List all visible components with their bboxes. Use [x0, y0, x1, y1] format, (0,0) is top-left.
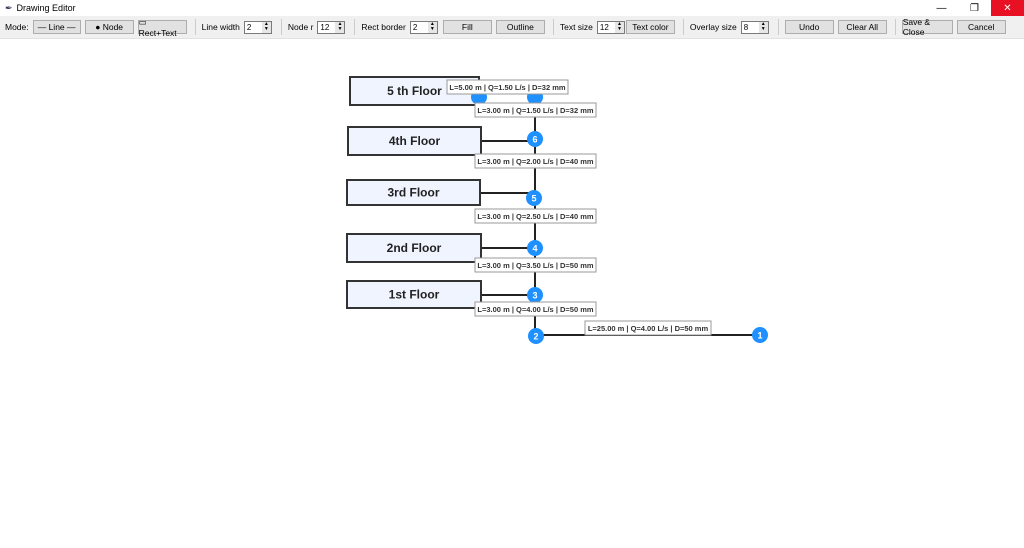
- maximize-button[interactable]: ❐: [970, 2, 979, 14]
- separator: [682, 19, 684, 35]
- pipe-label: L=5.00 m | Q=1.50 L/s | D=32 mm: [449, 83, 565, 92]
- separator: [194, 19, 196, 35]
- cancel-button[interactable]: Cancel: [956, 20, 1006, 34]
- pipe-label: L=3.00 m | Q=3.50 L/s | D=50 mm: [477, 261, 593, 270]
- spin-arrows-icon[interactable]: ▲▼: [335, 21, 345, 33]
- separator: [777, 19, 779, 35]
- node[interactable]: [527, 131, 543, 147]
- node-number: 5: [531, 194, 536, 204]
- rect-border-label: Rect border: [361, 22, 406, 32]
- floor-label: 2nd Floor: [387, 241, 442, 255]
- text-color-button[interactable]: Text color: [625, 20, 675, 34]
- pipe-label: L=3.00 m | Q=2.00 L/s | D=40 mm: [477, 157, 593, 166]
- pipe-label-box: [474, 153, 597, 169]
- undo-button[interactable]: Undo: [784, 20, 834, 34]
- rect-text-mode-button[interactable]: ▭ Rect+Text: [137, 17, 187, 38]
- pipe-label: L=3.00 m | Q=4.00 L/s | D=50 mm: [477, 305, 593, 314]
- rect-border-spinbox[interactable]: 2 ▲▼: [409, 20, 438, 34]
- pipe-label-box: [474, 208, 597, 224]
- line-mode-button[interactable]: — Line —: [32, 20, 81, 34]
- floor-rect[interactable]: [346, 233, 482, 263]
- floor-label: 4th Floor: [389, 134, 441, 148]
- node-r-value: 12: [320, 22, 330, 32]
- node-r-label: Node r: [287, 22, 314, 32]
- node-number: 1: [757, 331, 762, 341]
- text-size-spinbox[interactable]: 12 ▲▼: [596, 20, 625, 34]
- pipe-label: L=25.00 m | Q=4.00 L/s | D=50 mm: [588, 324, 709, 333]
- spin-arrows-icon[interactable]: ▲▼: [427, 21, 437, 33]
- node-number: 6: [532, 135, 537, 145]
- fill-button[interactable]: Fill: [442, 20, 492, 34]
- toolbar: Mode: — Line — ● Node ▭ Rect+Text Line w…: [0, 16, 1024, 39]
- overlay-size-label: Overlay size: [689, 22, 737, 32]
- node-number: 3: [532, 291, 537, 301]
- text-size-label: Text size: [559, 22, 593, 32]
- overlay-size-spinbox[interactable]: 8 ▲▼: [740, 20, 769, 34]
- node-number: 2: [533, 332, 538, 342]
- line-width-spinbox[interactable]: 2 ▲▼: [243, 20, 272, 34]
- floor-label: 5 th Floor: [387, 84, 442, 98]
- line-width-value: 2: [246, 22, 252, 32]
- pipe-label-box: [446, 79, 569, 95]
- rect-border-value: 2: [412, 22, 418, 32]
- mode-label: Mode:: [5, 22, 29, 32]
- separator: [552, 19, 554, 35]
- title-bar: ✒ Drawing Editor — ❐ ✕: [0, 0, 1024, 16]
- pipe-label-box: [474, 102, 597, 118]
- node[interactable]: [527, 287, 543, 303]
- pipe-label: L=3.00 m | Q=2.50 L/s | D=40 mm: [477, 212, 593, 221]
- minimize-button[interactable]: —: [936, 2, 947, 14]
- line-width-label: Line width: [201, 22, 240, 32]
- clear-all-button[interactable]: Clear All: [837, 20, 887, 34]
- node-mode-button[interactable]: ● Node: [84, 20, 134, 34]
- separator: [280, 19, 282, 35]
- window-title: Drawing Editor: [16, 3, 76, 13]
- pipe-label-box: [584, 320, 712, 336]
- floor-rect[interactable]: [346, 280, 482, 309]
- pipe-label-box: [474, 257, 597, 273]
- floor-rect[interactable]: [346, 179, 481, 206]
- floor-label: 1st Floor: [389, 288, 440, 302]
- overlay-size-value: 8: [743, 22, 749, 32]
- node[interactable]: [528, 328, 544, 344]
- spin-arrows-icon[interactable]: ▲▼: [758, 21, 768, 33]
- separator: [894, 19, 896, 35]
- spin-arrows-icon[interactable]: ▲▼: [614, 21, 624, 33]
- close-button[interactable]: ✕: [991, 0, 1024, 16]
- node[interactable]: [526, 190, 542, 206]
- floor-label: 3rd Floor: [387, 186, 439, 200]
- save-close-button[interactable]: Save & Close: [901, 17, 953, 37]
- spin-arrows-icon[interactable]: ▲▼: [261, 21, 271, 33]
- node-number: 4: [532, 244, 537, 254]
- outline-button[interactable]: Outline: [495, 20, 545, 34]
- node[interactable]: [527, 240, 543, 256]
- separator: [354, 19, 356, 35]
- floor-rect[interactable]: [347, 126, 482, 156]
- node[interactable]: [752, 327, 768, 343]
- node-r-spinbox[interactable]: 12 ▲▼: [317, 20, 346, 34]
- text-size-value: 12: [599, 22, 609, 32]
- pipe-label: L=3.00 m | Q=1.50 L/s | D=32 mm: [477, 106, 593, 115]
- app-feather-icon: ✒: [5, 2, 13, 13]
- pipe-label-box: [474, 301, 597, 317]
